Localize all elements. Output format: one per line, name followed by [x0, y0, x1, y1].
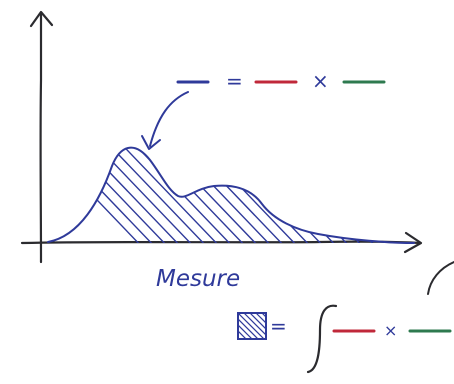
hatch-line	[354, 147, 414, 243]
hatch-line	[224, 147, 341, 243]
hatched-box-lines	[238, 313, 266, 339]
box-hatch-line	[255, 313, 266, 324]
hatch-line	[237, 147, 354, 243]
hatch-line	[367, 147, 414, 243]
hatch-line	[198, 147, 315, 243]
y-axis-arrowhead	[29, 10, 54, 28]
integral-sign	[306, 304, 338, 374]
hatch-line	[276, 147, 393, 243]
hatch-line	[420, 130, 454, 250]
times-sign-bottom: ×	[384, 321, 397, 340]
hatch-line	[328, 147, 414, 243]
hatch-line	[302, 147, 414, 243]
hatch-line	[341, 147, 414, 243]
hatch-line	[406, 147, 414, 243]
equals-sign-bottom: =	[270, 314, 287, 338]
hatch-line	[315, 147, 414, 243]
times-sign-top: ×	[312, 69, 329, 93]
bottom-equation: = ×	[237, 304, 452, 374]
hatch-line	[172, 147, 289, 243]
corner-bracket	[427, 261, 454, 295]
x-axis-label: Mesure	[156, 266, 240, 292]
box-hatch-line	[243, 313, 266, 336]
box-hatch-line	[249, 313, 266, 330]
hatched-area	[48, 130, 454, 250]
hatch-line	[81, 147, 198, 243]
y-axis	[29, 10, 54, 264]
hatch-line	[55, 147, 172, 243]
hatch-line	[94, 147, 211, 243]
box-hatch-line	[238, 324, 253, 339]
hatch-line	[48, 147, 159, 243]
box-hatch-line	[238, 318, 259, 339]
hatch-line	[446, 130, 454, 250]
box-hatch-line	[238, 330, 247, 339]
density-curve	[47, 146, 415, 244]
x-axis-arrowhead	[403, 231, 423, 254]
hatch-line	[393, 147, 414, 243]
hatch-line	[120, 147, 237, 243]
pointer-arrow	[141, 91, 189, 150]
top-equation: = ×	[176, 69, 386, 93]
hatch-line	[159, 147, 276, 243]
hatch-line	[263, 147, 380, 243]
equals-sign-top: =	[226, 69, 243, 93]
hatch-line	[433, 130, 454, 250]
hatch-line	[380, 147, 414, 243]
box-hatch-line	[238, 313, 265, 339]
hatch-line	[107, 147, 224, 243]
